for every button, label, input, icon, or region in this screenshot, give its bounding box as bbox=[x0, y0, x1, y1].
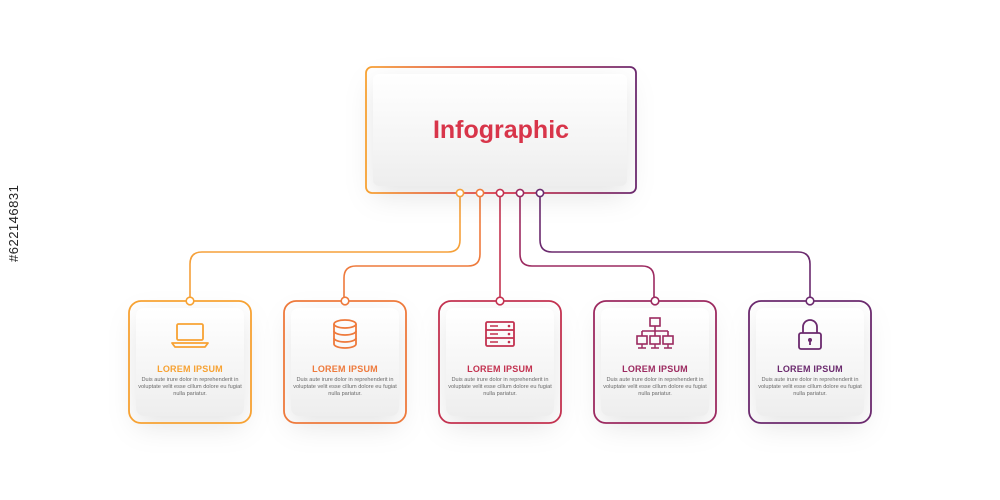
card-title: LOREM IPSUM bbox=[777, 364, 843, 374]
card-description: Duis aute irure dolor in reprehenderit i… bbox=[603, 377, 707, 398]
card-description: Duis aute irure dolor in reprehenderit i… bbox=[448, 377, 552, 398]
card-description: Duis aute irure dolor in reprehenderit i… bbox=[293, 377, 397, 398]
card-description: Duis aute irure dolor in reprehenderit i… bbox=[138, 377, 242, 398]
page-title: Infographic bbox=[432, 116, 570, 144]
network-icon bbox=[636, 317, 674, 349]
header-dot-1 bbox=[455, 188, 465, 198]
connector-1 bbox=[189, 193, 461, 300]
card-title: LOREM IPSUM bbox=[157, 364, 223, 374]
header-dot-5 bbox=[535, 188, 545, 198]
header-dot-3 bbox=[495, 188, 505, 198]
card-2 bbox=[283, 296, 407, 424]
server-icon bbox=[485, 321, 515, 347]
header-dot-4 bbox=[515, 188, 525, 198]
card-title: LOREM IPSUM bbox=[467, 364, 533, 374]
card-3 bbox=[438, 296, 562, 424]
connector-lines bbox=[189, 193, 811, 300]
header-dot-2 bbox=[475, 188, 485, 198]
lock-icon bbox=[798, 319, 822, 350]
watermark-id: #622146831 bbox=[6, 184, 21, 262]
card-5 bbox=[748, 296, 872, 424]
card-title: LOREM IPSUM bbox=[622, 364, 688, 374]
connector-2 bbox=[343, 193, 481, 300]
card-4 bbox=[593, 296, 717, 424]
database-icon bbox=[333, 319, 357, 349]
laptop-icon bbox=[171, 323, 209, 348]
connector-4 bbox=[519, 193, 655, 300]
card-1 bbox=[128, 296, 252, 424]
connector-5 bbox=[539, 193, 811, 300]
card-title: LOREM IPSUM bbox=[312, 364, 378, 374]
card-description: Duis aute irure dolor in reprehenderit i… bbox=[758, 377, 862, 398]
